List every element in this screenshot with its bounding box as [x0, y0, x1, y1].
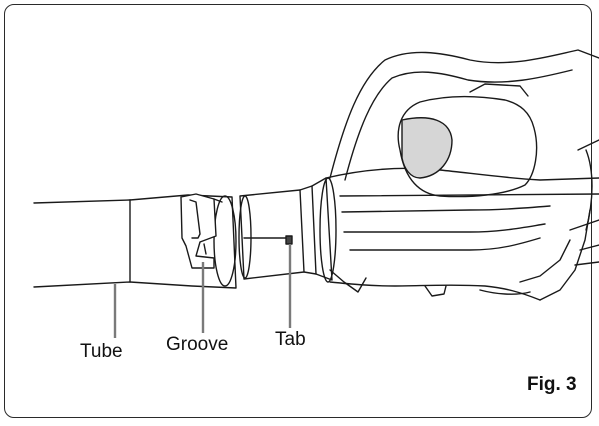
blower-nozzle — [238, 177, 337, 283]
tube — [33, 194, 237, 289]
tube-label: Tube — [80, 341, 123, 362]
figure-label: Fig. 3 — [527, 374, 577, 395]
tab-label: Tab — [275, 329, 306, 350]
blower-body — [325, 49, 599, 301]
groove-label: Groove — [166, 334, 229, 355]
figure-frame — [4, 4, 592, 418]
groove — [180, 193, 223, 269]
